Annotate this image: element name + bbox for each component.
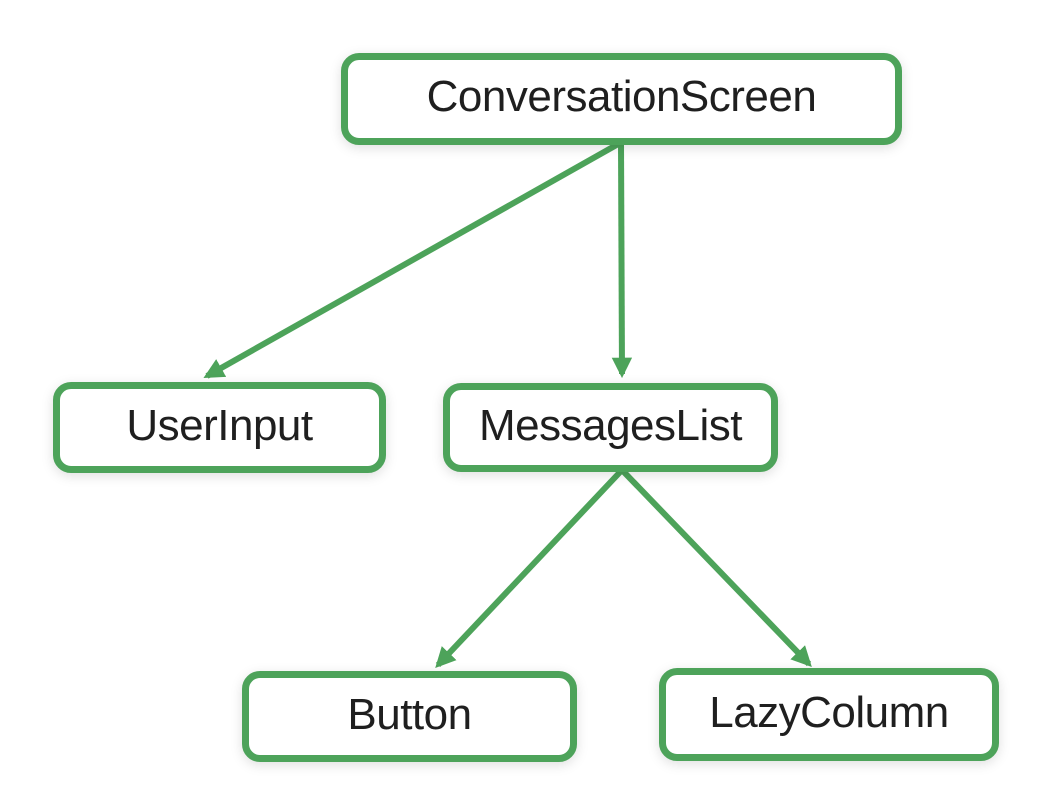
node-messages-list: MessagesList <box>443 383 778 472</box>
edge-conversationscreen-messageslist <box>611 142 633 379</box>
node-button: Button <box>242 671 577 762</box>
node-conversation-screen-label: ConversationScreen <box>426 72 817 121</box>
edge-messageslist-button <box>435 467 625 668</box>
node-lazy-column: LazyColumn <box>659 668 999 761</box>
node-button-label: Button <box>347 689 472 739</box>
node-lazy-column-label: LazyColumn <box>709 687 949 737</box>
node-messages-list-label: MessagesList <box>478 400 743 450</box>
node-user-input-label: UserInput <box>126 400 313 450</box>
node-user-input: UserInput <box>53 382 386 473</box>
node-conversation-screen: ConversationScreen <box>341 53 902 145</box>
edge-conversationscreen-userinput <box>203 140 622 379</box>
edge-messageslist-lazycolumn <box>619 467 812 667</box>
